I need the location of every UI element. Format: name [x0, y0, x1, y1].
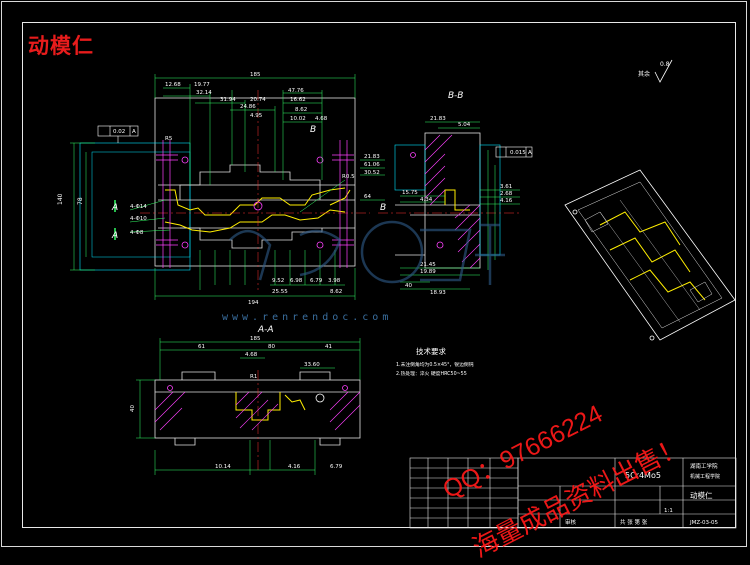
section-mark-b: B [380, 203, 386, 213]
dim-label: 61 [198, 344, 205, 350]
section-mark-a: A [111, 203, 118, 213]
outer-border [1, 1, 747, 547]
tolerance-datum: A [132, 129, 136, 135]
tolerance-value: 0.02 [113, 129, 125, 135]
dim-label: 4.34 [420, 197, 433, 203]
isometric-view [564, 169, 736, 341]
hole-callout: 4-Φ8 [130, 230, 144, 236]
check-label: 审核 [565, 518, 577, 526]
dim-label: 31.94 [220, 97, 236, 103]
dim-label: 12.68 [165, 82, 181, 88]
dim-label: 6.79 [310, 278, 323, 284]
tech-line: 2.热处理：淬火 硬度HRC50~55 [396, 370, 467, 377]
section-mark-a: A [111, 231, 118, 241]
main-view [70, 74, 385, 300]
dim-label: 15.75 [402, 190, 418, 196]
section-aa-title: A-A [257, 325, 274, 335]
section-aa-view [136, 338, 361, 475]
dim-label: 25.55 [272, 289, 288, 295]
dim-label: 61.06 [364, 162, 380, 168]
dim-label: 19.89 [420, 269, 436, 275]
hole-callout: 4-Φ14 [130, 204, 147, 210]
radius-callout: R5 [165, 136, 173, 142]
section-mark-b: B [310, 125, 316, 135]
section-aa-dims: A-A 185 61 80 41 4.68 33.60 R1 10.14 4.1… [198, 325, 343, 470]
hole-callout: 4-Φ10 [130, 216, 147, 222]
material-text: 5Cr4Mo5 [625, 471, 661, 480]
dim-label: 6.98 [290, 278, 303, 284]
dim-label: 8.62 [330, 289, 342, 295]
section-bb-title: B-B [448, 91, 463, 101]
dim-label: 40 [405, 283, 412, 289]
dim-label: 47.76 [288, 88, 304, 94]
dim-label: 9.52 [272, 278, 284, 284]
dim-label: 19.77 [194, 82, 210, 88]
section-bb-dims: B-B 21.83 5.04 15.75 4.34 3.61 2.68 4.16… [402, 91, 532, 296]
roughness-other-label: 其余 [638, 70, 650, 78]
drawing-frame [22, 22, 736, 528]
title-block-text: 5Cr4Mo5 湖南工学院 机械工程学院 动模仁 JMZ-03-05 1:1 共… [565, 462, 720, 526]
dim-label: 3.61 [500, 184, 512, 190]
dim-label: 20.74 [250, 97, 266, 103]
school-name: 湖南工学院 [690, 462, 718, 470]
dim-label: 3.98 [328, 278, 341, 284]
tech-requirements: 技术要求 1.未注倒角均为0.5×45°，锐边倒钝 2.热处理：淬火 硬度HRC… [396, 346, 474, 377]
dim-label: 6.79 [330, 464, 343, 470]
roughness-value: 0.8 [660, 61, 670, 68]
dim-overall-height: 140 [57, 193, 64, 205]
dim-overall-width: 185 [250, 72, 261, 78]
part-title: 动模仁 [28, 34, 94, 58]
dim-label: 4.68 [315, 116, 328, 122]
dim-label: 10.02 [290, 116, 306, 122]
dim-label: 4.16 [288, 464, 301, 470]
title-block [409, 457, 737, 529]
dim-label: 64 [364, 194, 371, 200]
roughness-symbol: 0.8 其余 [638, 59, 673, 83]
radius-callout: R1 [250, 374, 257, 380]
tech-title: 技术要求 [416, 346, 446, 356]
tolerance-datum: A [528, 150, 532, 156]
scale-value: 1:1 [664, 508, 673, 514]
watermark-url: www.renrendoc.com [222, 312, 393, 323]
dim-bottom-width: 194 [248, 300, 259, 306]
dim-label: 41 [325, 344, 332, 350]
dim-label: 4.16 [500, 198, 513, 204]
dim-section-height: 40 [130, 405, 136, 412]
dim-label: 21.83 [430, 116, 446, 122]
dim-label: 5.04 [458, 122, 471, 128]
sheet-count: 共 张 第 张 [620, 518, 648, 526]
dim-label: 16.62 [290, 97, 306, 103]
dim-label: 185 [250, 336, 261, 342]
title-block-part-name: 动模仁 [690, 490, 713, 500]
dim-label: 21.45 [420, 262, 436, 268]
tech-line: 1.未注倒角均为0.5×45°，锐边倒钝 [396, 361, 474, 368]
dim-label: 33.60 [304, 362, 320, 368]
dim-label: 80 [268, 344, 275, 350]
drawing-number: JMZ-03-05 [689, 520, 719, 526]
section-bb-hatch [424, 134, 481, 269]
dim-inner-height: 78 [77, 197, 84, 205]
dim-label: 21.83 [364, 154, 380, 160]
dim-label: 24.86 [240, 104, 256, 110]
dim-label: 18.93 [430, 290, 446, 296]
dim-label: 10.14 [215, 464, 231, 470]
dim-label: 8.62 [295, 107, 307, 113]
dim-label: 4.68 [245, 352, 258, 358]
dim-label: 32.14 [196, 90, 212, 96]
main-dims: 185 12.68 19.77 32.14 47.76 31.94 20.74 … [113, 72, 380, 306]
dim-label: 2.68 [500, 191, 513, 197]
section-bb-view [378, 121, 533, 290]
school-sub: 机械工程学院 [690, 473, 720, 480]
section-aa-hatch [154, 391, 361, 431]
dim-label: 4.95 [250, 113, 263, 119]
radius-callout: R0.5 [342, 174, 355, 180]
tolerance-value: 0.015 [510, 150, 526, 156]
dim-label: 30.52 [364, 170, 380, 176]
